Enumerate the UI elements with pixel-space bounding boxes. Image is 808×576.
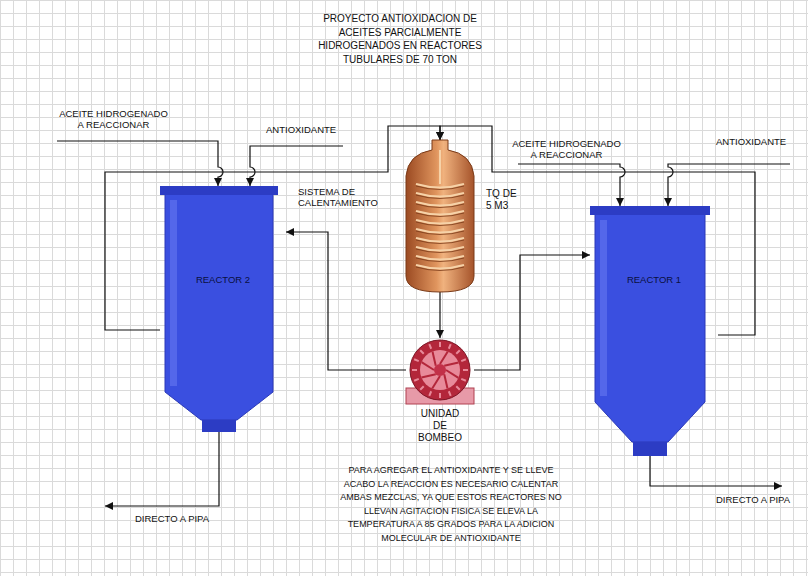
pump-tick [461,359,466,361]
reactor-vessel: REACTOR 2 [160,186,286,432]
reactor-rim [590,206,710,215]
impeller-vane [444,374,447,388]
reactor-neck [202,420,236,432]
heating-tank: TQ DE 5 M3 [404,140,476,292]
node-label: TQ DE 5 M3 [486,188,522,212]
node-label: REACTOR 1 [590,274,718,285]
node-outline [406,338,474,404]
outlet-label: DIRECTO A PIPA [135,513,235,524]
pump-unit: UNIDAD DE BOMBEO [406,338,474,404]
coil-shadow [416,267,464,271]
coil-turn [416,256,464,260]
reactor-body [165,194,273,420]
coil-turn [416,193,464,197]
oil-feed-line [57,141,223,186]
pump-tick [456,350,460,354]
reactor-body [595,214,705,442]
coil-turn [416,220,464,224]
coil-shadow [416,249,464,253]
tank-shell [406,140,474,292]
outlet-line [105,432,219,506]
pump-tick [414,359,419,361]
coil-shadow [416,204,464,208]
pump-impeller [420,350,460,390]
feed-label: ANTIOXIDANTE [266,124,350,135]
pump-tick [449,391,451,396]
impeller-vane [446,370,458,378]
pump-tick [463,369,468,371]
coil-turn [416,265,464,269]
coil-shadow [416,231,464,235]
feed-label: ACEITE HIDROGENADO A REACCIONAR [510,138,623,160]
impeller-vane [440,352,448,364]
antioxidant-feed-line [250,146,343,186]
outlet-label: DIRECTO A PIPA [716,494,806,505]
coil-inlet [439,150,441,184]
coil-shadow [416,222,464,226]
pump-tick [414,379,419,381]
reactor-neck [633,442,667,456]
feed-label: ANTIOXIDANTE [716,136,800,147]
pipe-connector [439,292,440,338]
coil-shadow [416,240,464,244]
impeller-hub [434,364,446,376]
antioxidant-feed-line [668,164,790,206]
coil-turn [416,247,464,251]
coil-turn [416,238,464,242]
pump-tick [461,379,466,381]
coil-shadow [416,213,464,217]
heating-coil [416,184,464,269]
impeller-vane [422,362,434,370]
pump-tick [429,344,431,349]
pump-tick [456,386,460,390]
pump-tick [439,342,441,347]
reactor-rim [160,186,278,195]
pump-tick [429,391,431,396]
impeller-vane [444,362,458,365]
pump-tick [420,350,424,354]
pump-tick [449,344,451,349]
feed-lines [57,141,790,506]
node-outline [160,186,278,432]
coil-shadow [416,258,464,262]
reactor-highlight [600,220,607,396]
impeller-vane [421,374,435,377]
outlet-line [650,456,782,486]
pump-ticks [412,342,468,398]
coil-shadow [416,195,464,199]
coil-turn [416,211,464,215]
node-outline [404,140,476,292]
pipe-connector [474,255,590,370]
oil-feed-line [518,164,625,206]
coil-turn [416,202,464,206]
pump-casing [410,340,470,400]
diagram-title: PROYECTO ANTIOXIDACION DE ACEITES PARCIA… [305,12,495,66]
impeller-vane [432,376,440,388]
pump-tick [412,369,417,371]
reactor-highlight [170,200,177,386]
pipe-connector [286,232,406,370]
part-label: SISTEMA DE CALENTAMIENTO [298,186,386,208]
feed-label: ACEITE HIDROGENADO A REACCIONAR [57,108,170,130]
impeller-vane [432,351,435,365]
coil-turn [416,184,464,188]
process-note: PARA AGREGAR EL ANTIOXIDANTE Y SE LLEVE … [333,464,569,545]
node-label: UNIDAD DE BOMBEO [414,408,466,444]
node-label: REACTOR 2 [160,274,286,285]
node-outline [590,206,710,456]
reactor-vessel: REACTOR 1 [590,206,718,456]
coil-shadow [416,186,464,190]
pump-tick [439,393,441,398]
heating-coil-shadow [416,186,464,271]
pump-tick [420,386,424,390]
coil-turn [416,229,464,233]
impeller-vanes [421,351,458,388]
